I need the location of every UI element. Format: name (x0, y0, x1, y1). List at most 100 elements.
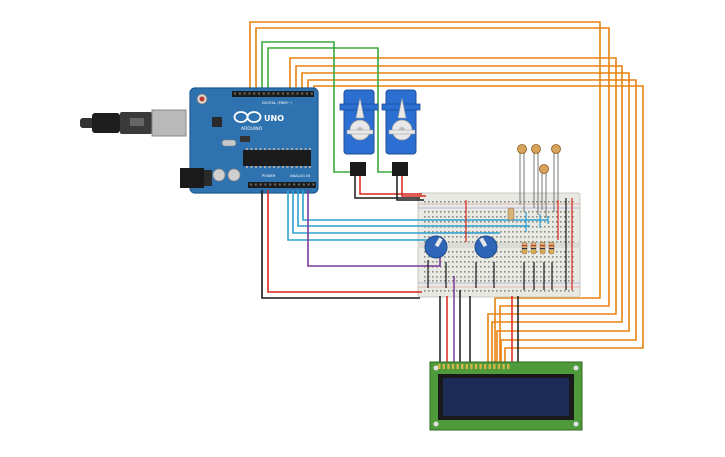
breadboard-hole (432, 231, 434, 233)
breadboard-hole (516, 261, 518, 263)
breadboard-hole (480, 266, 482, 268)
wire-green-servo2[interactable] (267, 47, 396, 173)
breadboard-hole (452, 211, 454, 213)
breadboard-hole (568, 216, 570, 218)
breadboard-hole (524, 236, 526, 238)
breadboard-hole (504, 290, 506, 292)
breadboard-hole (564, 276, 566, 278)
breadboard-hole (536, 256, 538, 258)
power-analog-header[interactable] (248, 182, 316, 188)
breadboard-hole (496, 241, 498, 243)
breadboard-hole (480, 261, 482, 263)
resistor-band (531, 245, 536, 247)
breadboard-holes (424, 201, 574, 292)
breadboard-hole (572, 221, 574, 223)
breadboard-hole (424, 290, 426, 292)
servo-2[interactable] (381, 89, 421, 176)
breadboard-hole (488, 280, 490, 282)
power-jack[interactable] (180, 168, 204, 188)
breadboard-hole (464, 216, 466, 218)
lcd-pin (488, 364, 491, 369)
breadboard-hole (484, 231, 486, 233)
chip-pin (264, 148, 266, 150)
breadboard-hole (444, 201, 446, 203)
breadboard-hole (444, 256, 446, 258)
wire-orange-6[interactable] (307, 79, 637, 362)
servo-power-wires[interactable] (354, 176, 426, 201)
wire-green-servo1[interactable] (261, 41, 354, 173)
breadboard-hole (516, 266, 518, 268)
breadboard-hole (472, 261, 474, 263)
breadboard-hole (492, 216, 494, 218)
breadboard-hole (448, 211, 450, 213)
breadboard-hole (488, 276, 490, 278)
breadboard-hole (456, 290, 458, 292)
header-pin (293, 183, 296, 186)
breadboard-hole (536, 221, 538, 223)
breadboard-hole (456, 280, 458, 282)
breadboard-hole (508, 241, 510, 243)
breadboard-hole (552, 231, 554, 233)
capacitor (227, 168, 241, 182)
breadboard-hole (520, 201, 522, 203)
chip-pin (300, 166, 302, 168)
lcd-16x2-display[interactable] (429, 361, 583, 431)
breadboard-hole (448, 280, 450, 282)
green-wire-bundle[interactable] (261, 41, 396, 173)
breadboard-hole (444, 266, 446, 268)
header-pin (253, 92, 256, 95)
breadboard-hole (568, 271, 570, 273)
usb-plug-body-icon (92, 113, 120, 133)
servo-1[interactable] (339, 89, 379, 176)
wire-purple[interactable] (307, 190, 441, 267)
breadboard-hole (572, 216, 574, 218)
lcd-pin (447, 364, 450, 369)
breadboard-hole (456, 211, 458, 213)
wire-orange-5[interactable] (301, 72, 630, 362)
lcd-wires[interactable] (439, 276, 519, 362)
breadboard-hole (552, 290, 554, 292)
breadboard-hole (440, 231, 442, 233)
arduino-power-wires[interactable] (261, 190, 422, 299)
orange-wire-bundle[interactable] (249, 21, 644, 362)
potentiometer-1[interactable] (424, 235, 448, 259)
breadboard-hole (508, 266, 510, 268)
wire-orange-1[interactable] (249, 21, 601, 362)
usb-cable-end (80, 118, 94, 128)
chip-pin (282, 148, 284, 150)
breadboard-hole (572, 236, 574, 238)
breadboard-hole (536, 261, 538, 263)
breadboard-hole (572, 280, 574, 282)
breadboard-hole (520, 280, 522, 282)
power-header-label: POWER (262, 174, 276, 178)
breadboard-hole (544, 236, 546, 238)
breadboard-hole (460, 211, 462, 213)
wire-orange-4[interactable] (295, 65, 623, 362)
breadboard-hole (548, 266, 550, 268)
breadboard-hole (556, 231, 558, 233)
breadboard-hole (528, 231, 530, 233)
wire-orange-2[interactable] (255, 27, 610, 362)
header-pin (269, 183, 272, 186)
breadboard-hole (568, 266, 570, 268)
breadboard-hole (500, 221, 502, 223)
resistor-band (531, 248, 536, 250)
usb-cable[interactable] (80, 109, 187, 137)
breadboard-hole (496, 261, 498, 263)
photoresistor-group[interactable] (507, 144, 561, 233)
breadboard-hole (516, 231, 518, 233)
potentiometer-2[interactable] (474, 235, 498, 259)
breadboard-hole (452, 231, 454, 233)
knob-icon (424, 235, 448, 259)
arduino-uno-board[interactable]: ARDUINO UNO DIGITAL (PWM~) POWER ANALOG … (180, 87, 319, 194)
breadboard-hole (436, 201, 438, 203)
wire-orange-3[interactable] (289, 57, 617, 362)
breadboard-hole (500, 236, 502, 238)
breadboard-hole (504, 201, 506, 203)
breadboard-hole (528, 251, 530, 253)
breadboard-hole (504, 256, 506, 258)
resistor-array[interactable] (521, 241, 555, 255)
breadboard-hole (464, 271, 466, 273)
breadboard-hole (520, 276, 522, 278)
